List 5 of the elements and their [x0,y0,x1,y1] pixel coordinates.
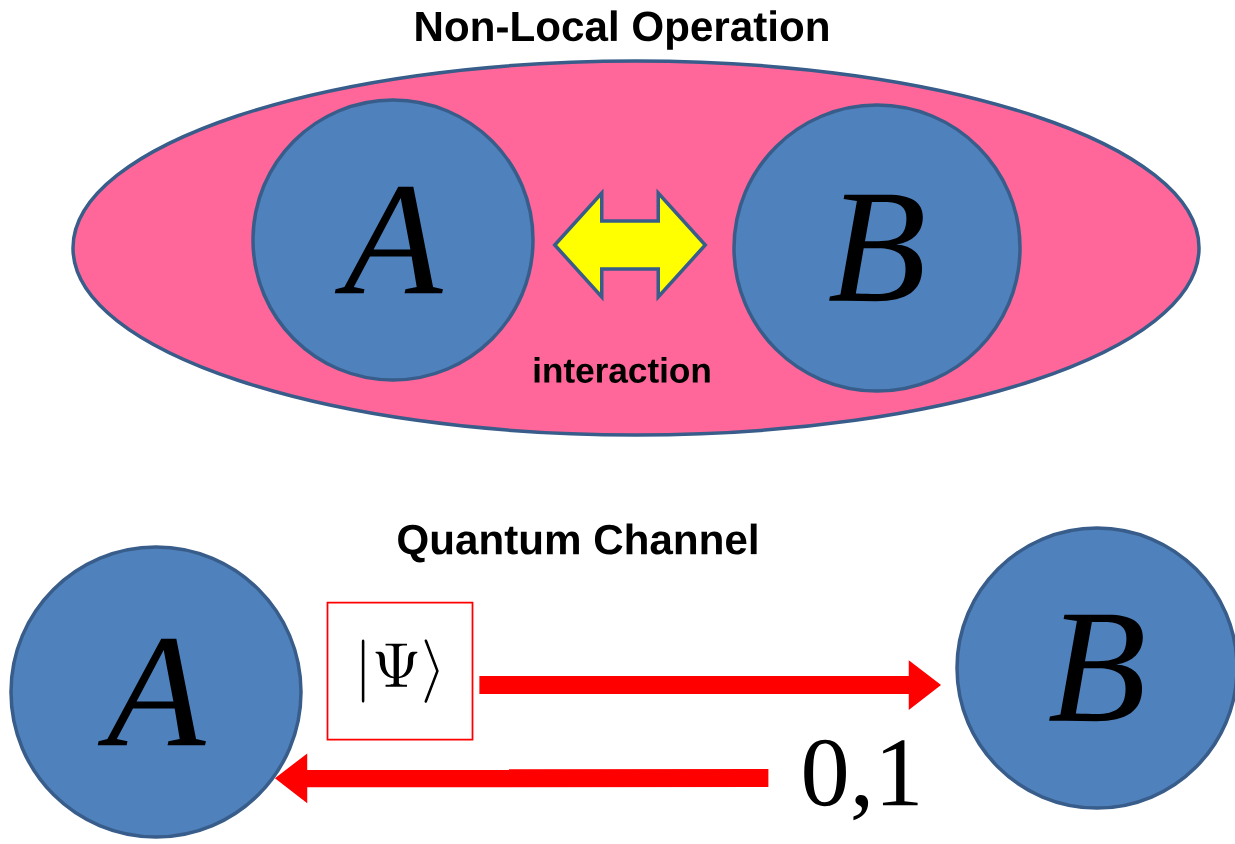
heading: Quantum Channel [398,523,757,563]
formula-box: $\left|\Psi\right\rangle$ [326,601,474,741]
edge-label: interaction [534,357,710,383]
heading: Non-Local Operation [416,10,828,50]
digit-label: 0,1 [804,739,918,821]
